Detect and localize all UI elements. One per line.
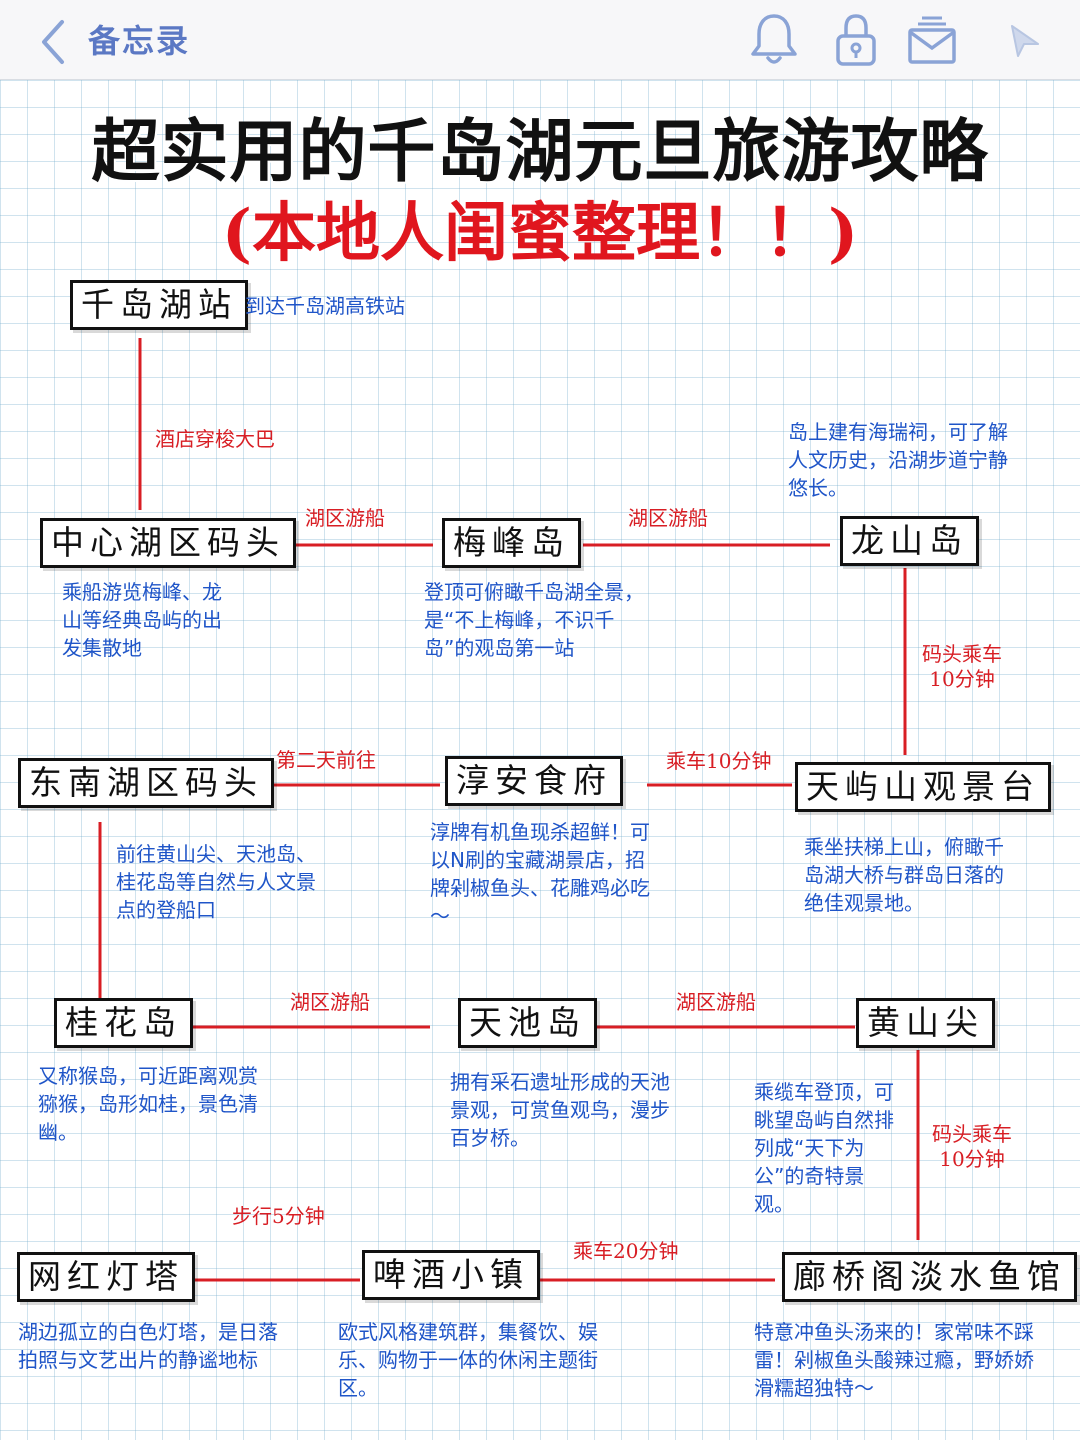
desc-meifeng-island: 登顶可俯瞰千岛湖全景，是“不上梅峰，不识千岛”的观岛第一站 bbox=[424, 580, 644, 660]
desc-huangshanjian: 乘缆车登顶，可眺望岛屿自然排列成“天下为公”的奇特景观。 bbox=[754, 1080, 894, 1216]
desc-beer-town: 欧式风格建筑群，集餐饮、娱乐、购物于一体的休闲主题街区。 bbox=[338, 1320, 598, 1400]
desc-longshan-island: 岛上建有海瑞祠，可了解人文历史，沿湖步道宁静悠长。 bbox=[788, 420, 1008, 500]
stop-longshan-island: 龙山岛 bbox=[840, 516, 979, 566]
transfer-longshan-to-tianyu: 码头乘车10分钟 bbox=[922, 642, 1002, 691]
mail-icon bbox=[908, 16, 956, 64]
transfer-langqiao-to-beer: 乘车20分钟 bbox=[573, 1239, 679, 1263]
desc-central-pier: 乘船游览梅峰、龙山等经典岛屿的出发集散地 bbox=[62, 580, 222, 660]
desc-langqiaoge: 特意冲鱼头汤来的！家常味不踩雷！剁椒鱼头酸辣过瘾，野娇娇滑糯超独特～ bbox=[754, 1320, 1034, 1400]
page-subtitle: (本地人闺蜜整理！！) bbox=[221, 196, 859, 271]
stop-huangshanjian: 黄山尖 bbox=[856, 998, 995, 1048]
transfer-chunan-to-southeast: 第二天前往 bbox=[276, 748, 376, 772]
page-title: 超实用的千岛湖元旦旅游攻略 bbox=[91, 113, 989, 192]
desc-lighthouse: 湖边孤立的白色灯塔，是日落拍照与文艺出片的静谧地标 bbox=[18, 1320, 278, 1372]
transfer-tianchi-to-huangshan: 湖区游船 bbox=[676, 990, 756, 1014]
transfer-guihua-to-tianchi: 湖区游船 bbox=[290, 990, 370, 1014]
stop-guihua-island: 桂花岛 bbox=[54, 998, 193, 1048]
stop-tianyushan-deck: 天屿山观景台 bbox=[795, 762, 1051, 812]
share-mail-button[interactable] bbox=[900, 8, 964, 72]
stop-tianchi-island: 天池岛 bbox=[458, 998, 597, 1048]
transfer-huangshan-to-langqiao: 码头乘车10分钟 bbox=[932, 1122, 1012, 1171]
send-button[interactable] bbox=[994, 8, 1058, 72]
transfer-meifeng-to-longshan: 湖区游船 bbox=[628, 506, 708, 530]
notes-toolbar: 备忘录 bbox=[0, 0, 1080, 80]
stop-langqiaoge: 廊桥阁淡水鱼馆 bbox=[782, 1252, 1077, 1302]
transfer-tianyu-to-chunan: 乘车10分钟 bbox=[666, 749, 772, 773]
back-label[interactable]: 备忘录 bbox=[88, 22, 191, 60]
stop-central-pier: 中心湖区码头 bbox=[40, 518, 296, 568]
stop-chunan-restaurant: 淳安食府 bbox=[445, 756, 623, 806]
send-icon bbox=[1011, 25, 1039, 57]
stop-qiandaohu-station: 千岛湖站 bbox=[70, 280, 248, 330]
desc-chunan-restaurant: 淳牌有机鱼现杀超鲜！可以N刷的宝藏湖景店，招牌剁椒鱼头、花雕鸡必吃～ bbox=[430, 820, 650, 928]
bell-icon bbox=[751, 14, 797, 64]
lock-icon bbox=[836, 14, 876, 66]
desc-southeast-pier: 前往黄山尖、天池岛、桂花岛等自然与人文景点的登船口 bbox=[116, 842, 316, 922]
transfer-beer-to-lighthouse: 步行5分钟 bbox=[232, 1204, 325, 1228]
desc-tianchi-island: 拥有采石遗址形成的天池景观，可赏鱼观鸟，漫步百岁桥。 bbox=[450, 1070, 670, 1150]
stop-beer-town: 啤酒小镇 bbox=[362, 1250, 540, 1300]
transfer-pier-to-meifeng: 湖区游船 bbox=[305, 506, 385, 530]
desc-qiandaohu-station: 到达千岛湖高铁站 bbox=[245, 294, 405, 318]
transfer-station-to-pier: 酒店穿梭大巴 bbox=[155, 427, 275, 451]
desc-guihua-island: 又称猴岛，可近距离观赏猕猴，岛形如桂，景色清幽。 bbox=[38, 1064, 258, 1144]
back-button[interactable] bbox=[30, 10, 90, 70]
stop-meifeng-island: 梅峰岛 bbox=[442, 518, 581, 568]
stop-southeast-pier: 东南湖区码头 bbox=[18, 758, 274, 808]
stop-lighthouse: 网红灯塔 bbox=[17, 1252, 195, 1302]
chevron-left-icon bbox=[42, 20, 64, 64]
lock-button[interactable] bbox=[824, 8, 888, 72]
desc-tianyushan-deck: 乘坐扶梯上山，俯瞰千岛湖大桥与群岛日落的绝佳观景地。 bbox=[804, 835, 1004, 915]
reminder-button[interactable] bbox=[742, 8, 806, 72]
